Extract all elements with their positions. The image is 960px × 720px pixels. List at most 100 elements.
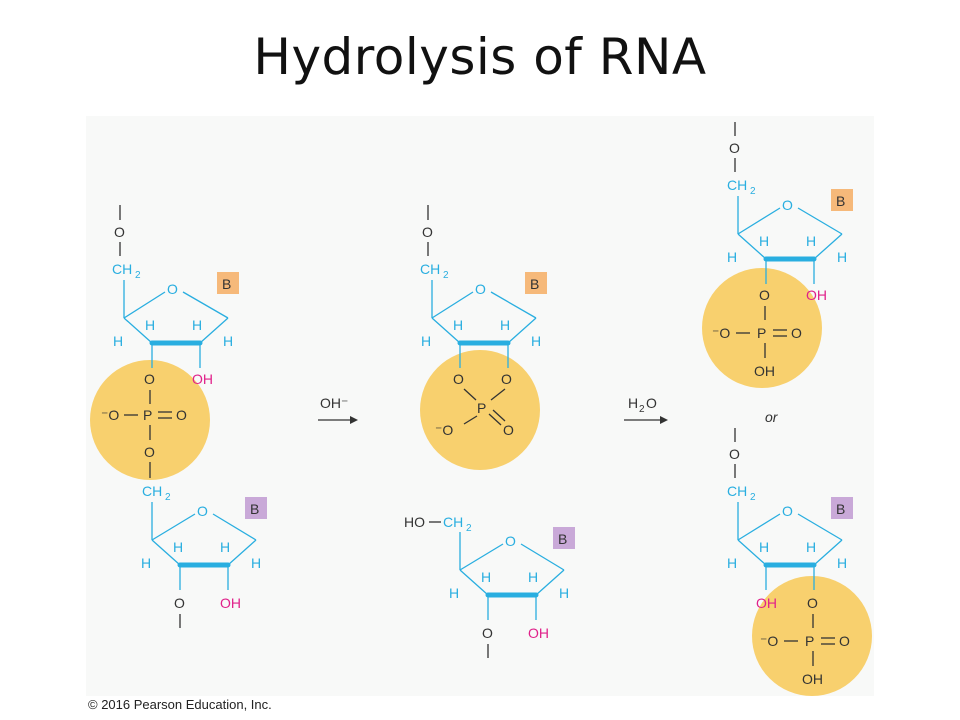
svg-text:O: O	[174, 595, 185, 611]
svg-text:H: H	[141, 555, 151, 571]
ch2-label: CH	[112, 261, 132, 277]
svg-text:CH: CH	[142, 483, 162, 499]
svg-text:⁻O: ⁻O	[101, 407, 119, 423]
svg-text:OH: OH	[754, 363, 775, 379]
reactant-dinucleotide: O CH 2 O B H H H H OH O ⁻O P O O CH 2	[90, 205, 267, 628]
or-label: or	[765, 409, 779, 425]
svg-text:H: H	[481, 569, 491, 585]
base-label: B	[222, 276, 231, 292]
svg-text:B: B	[250, 501, 259, 517]
svg-text:B: B	[530, 276, 539, 292]
svg-text:H: H	[113, 333, 123, 349]
base-box	[217, 272, 239, 294]
svg-text:O: O	[176, 407, 187, 423]
svg-text:2: 2	[466, 523, 472, 534]
svg-text:H: H	[759, 233, 769, 249]
svg-text:P: P	[477, 400, 486, 416]
svg-text:CH: CH	[727, 177, 747, 193]
svg-text:OH: OH	[802, 671, 823, 687]
svg-text:O: O	[144, 371, 155, 387]
svg-text:H: H	[145, 317, 155, 333]
svg-text:O: O	[646, 395, 657, 411]
ring-o: O	[167, 281, 178, 297]
hydroxide-label: OH⁻	[320, 395, 348, 411]
svg-text:H: H	[806, 539, 816, 555]
svg-text:H: H	[559, 585, 569, 601]
svg-text:O: O	[782, 197, 793, 213]
svg-text:O: O	[475, 281, 486, 297]
svg-text:H: H	[531, 333, 541, 349]
svg-text:O: O	[144, 444, 155, 460]
svg-text:H: H	[528, 569, 538, 585]
svg-text:⁻O: ⁻O	[435, 422, 453, 438]
svg-text:CH: CH	[727, 483, 747, 499]
atom-o: O	[114, 224, 125, 240]
svg-text:O: O	[791, 325, 802, 341]
phosphate-highlight	[90, 360, 210, 480]
svg-text:H: H	[500, 317, 510, 333]
svg-text:CH: CH	[443, 514, 463, 530]
svg-text:O: O	[501, 371, 512, 387]
svg-text:O: O	[482, 625, 493, 641]
phosphate-highlight	[752, 576, 872, 696]
svg-text:H: H	[251, 555, 261, 571]
base-box	[553, 527, 575, 549]
svg-text:OH: OH	[528, 625, 549, 641]
svg-text:O: O	[503, 422, 514, 438]
svg-text:2: 2	[165, 492, 171, 503]
reaction-arrow-1: OH⁻	[318, 395, 358, 424]
phosphate-highlight	[702, 268, 822, 388]
water-label: H	[628, 395, 638, 411]
svg-text:H: H	[837, 249, 847, 265]
svg-text:H: H	[449, 585, 459, 601]
base-box	[245, 497, 267, 519]
svg-text:H: H	[837, 555, 847, 571]
svg-text:O: O	[197, 503, 208, 519]
svg-text:O: O	[729, 446, 740, 462]
svg-text:H: H	[727, 555, 737, 571]
base-box	[831, 497, 853, 519]
svg-text:O: O	[782, 503, 793, 519]
svg-text:O: O	[453, 371, 464, 387]
svg-text:HO: HO	[404, 514, 425, 530]
reaction-arrow-2: H 2 O	[624, 395, 668, 424]
svg-text:H: H	[192, 317, 202, 333]
svg-text:2: 2	[639, 404, 645, 415]
svg-text:O: O	[839, 633, 850, 649]
svg-text:2: 2	[135, 270, 141, 281]
svg-text:2: 2	[750, 492, 756, 503]
svg-text:P: P	[805, 633, 814, 649]
svg-text:H: H	[220, 539, 230, 555]
svg-text:⁻O: ⁻O	[760, 633, 778, 649]
slide-title: Hydrolysis of RNA	[253, 28, 707, 86]
svg-text:H: H	[453, 317, 463, 333]
phosphorus: P	[143, 407, 152, 423]
svg-text:H: H	[806, 233, 816, 249]
svg-text:O: O	[807, 595, 818, 611]
svg-text:O: O	[505, 533, 516, 549]
product-2prime-phosphate: O CH 2 O B H H H H OH O ⁻O P O OH	[727, 428, 872, 696]
svg-text:OH: OH	[756, 595, 777, 611]
svg-text:P: P	[757, 325, 766, 341]
product-3prime-phosphate: O CH 2 O B H H H H O OH ⁻O P O OH	[702, 122, 853, 388]
svg-text:B: B	[836, 501, 845, 517]
base-box	[831, 189, 853, 211]
svg-text:O: O	[759, 287, 770, 303]
svg-text:B: B	[836, 193, 845, 209]
svg-text:⁻O: ⁻O	[712, 325, 730, 341]
svg-text:B: B	[558, 531, 567, 547]
svg-text:H: H	[173, 539, 183, 555]
svg-text:2: 2	[443, 270, 449, 281]
svg-text:H: H	[759, 539, 769, 555]
svg-text:H: H	[727, 249, 737, 265]
svg-text:O: O	[422, 224, 433, 240]
svg-text:2: 2	[750, 186, 756, 197]
cyclic-intermediate: O CH 2 O B H H H H O O P ⁻O O HO CH 2	[404, 205, 575, 658]
svg-text:OH: OH	[220, 595, 241, 611]
svg-text:CH: CH	[420, 261, 440, 277]
base-box	[525, 272, 547, 294]
svg-text:OH: OH	[806, 287, 827, 303]
svg-text:H: H	[223, 333, 233, 349]
copyright-credit: © 2016 Pearson Education, Inc.	[88, 697, 272, 712]
